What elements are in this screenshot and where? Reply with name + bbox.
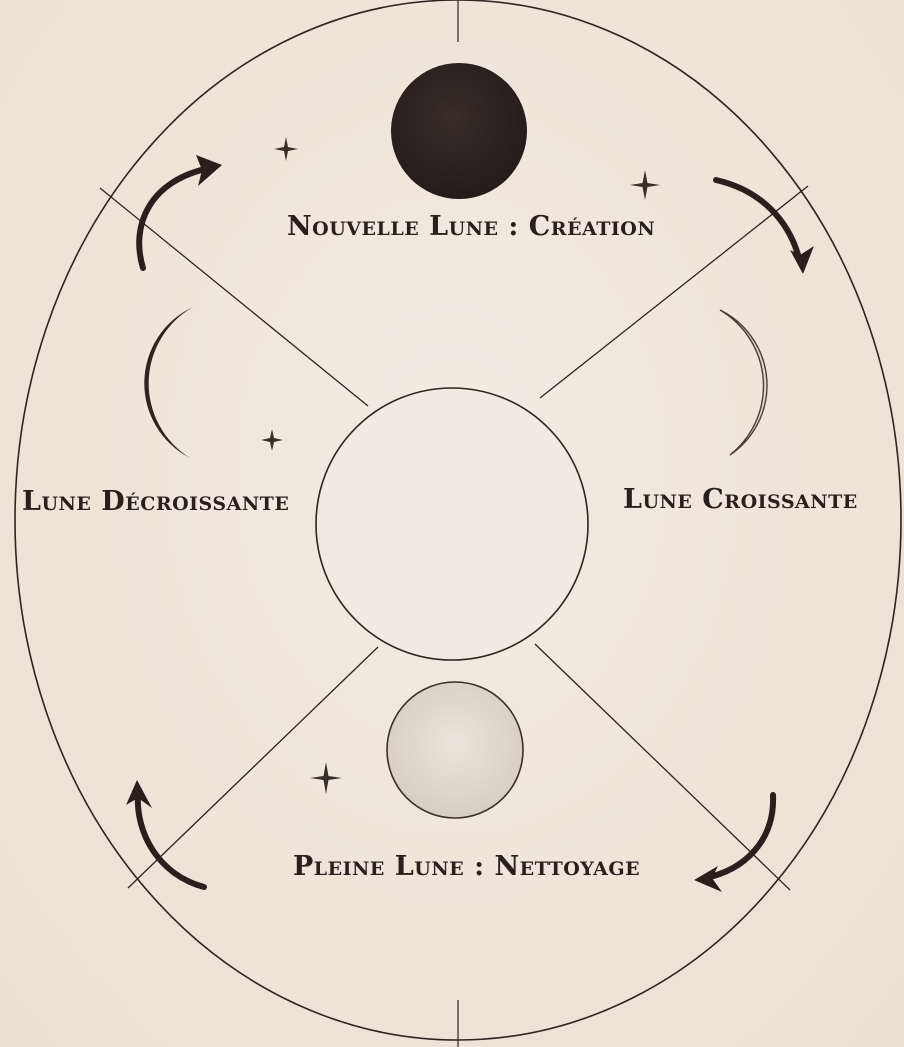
waxing-crescent-icon (720, 310, 767, 455)
new-moon-icon (391, 63, 527, 199)
sparkle-star-icon (261, 429, 283, 451)
curved-arrow-icon (138, 792, 204, 887)
curved-arrow-icon (716, 180, 800, 262)
center-circle (316, 388, 588, 660)
waning-crescent-icon (144, 307, 193, 458)
full-moon-label: Pleine Lune : Nettoyage (293, 853, 640, 880)
curved-arrow-icon (705, 795, 773, 878)
waxing-label: Lune Croissante (623, 486, 858, 513)
sparkle-star-icon (310, 762, 342, 794)
new-moon-label: Nouvelle Lune : Création (287, 213, 655, 240)
sparkle-star-icon (630, 170, 660, 200)
full-moon-icon (387, 682, 523, 818)
arrow-head (694, 866, 722, 892)
waning-label: Lune Décroissante (22, 488, 289, 515)
sparkle-star-icon (274, 137, 298, 161)
